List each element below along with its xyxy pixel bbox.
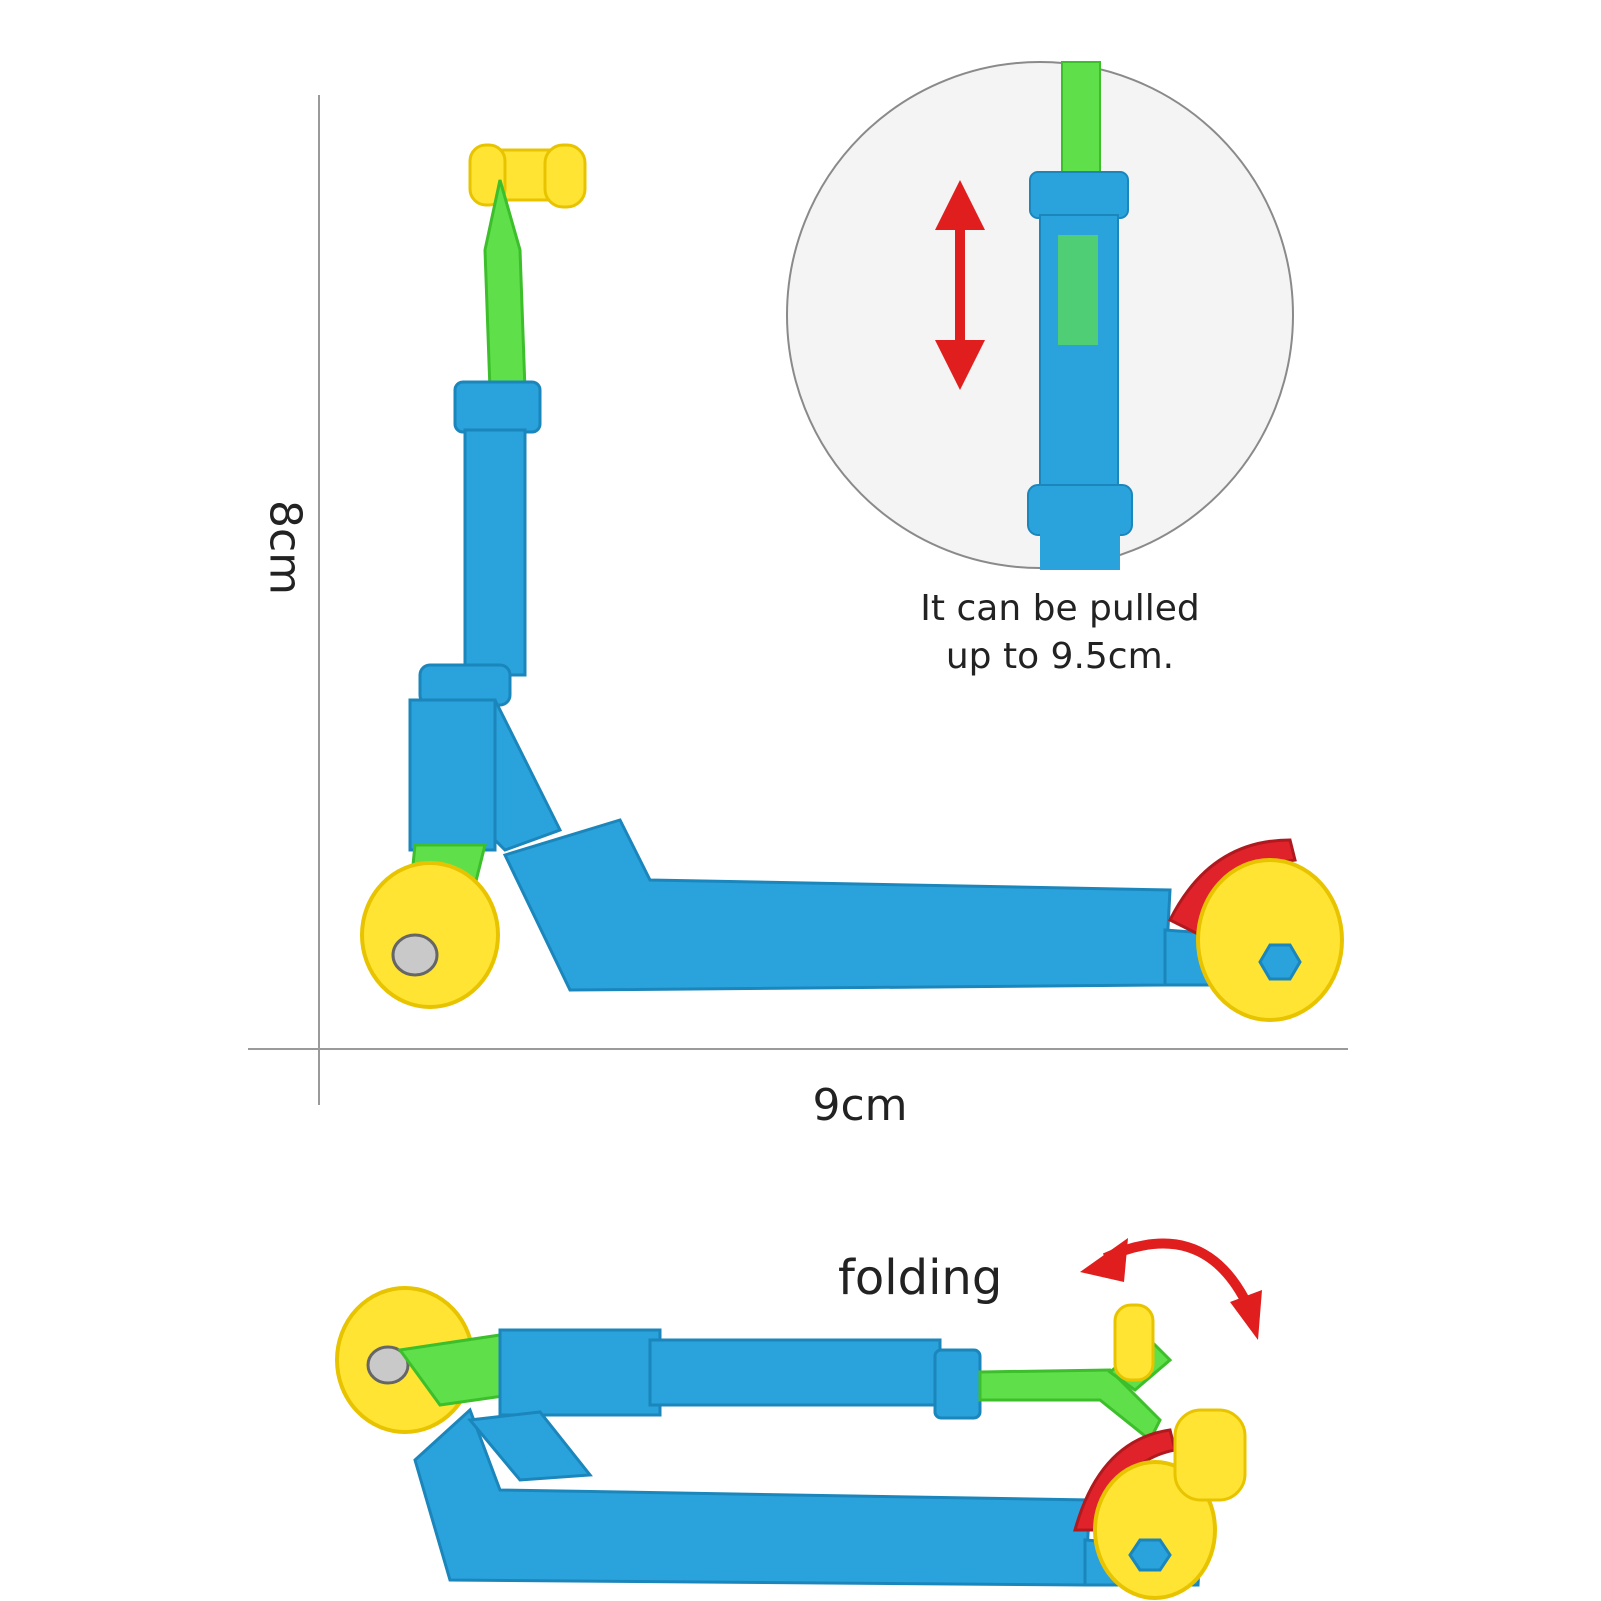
folding-label: folding: [838, 1250, 1003, 1306]
caption-line-2: up to 9.5cm.: [945, 636, 1175, 677]
width-dimension-line: [248, 1048, 1348, 1050]
height-dimension-line: [318, 95, 320, 1105]
height-dimension-label: 8cm: [259, 499, 311, 596]
telescopic-stem-callout: [786, 61, 1294, 570]
upright-scooter: [360, 143, 1344, 1022]
double-arrow-icon: [935, 180, 985, 390]
curved-double-arrow-icon: [1080, 1238, 1262, 1340]
caption-line-1: It can be pulled: [920, 588, 1200, 629]
width-dimension-label: 9cm: [812, 1080, 908, 1131]
callout-caption: It can be pulled up to 9.5cm.: [880, 585, 1240, 681]
folded-scooter: [335, 1286, 1247, 1600]
